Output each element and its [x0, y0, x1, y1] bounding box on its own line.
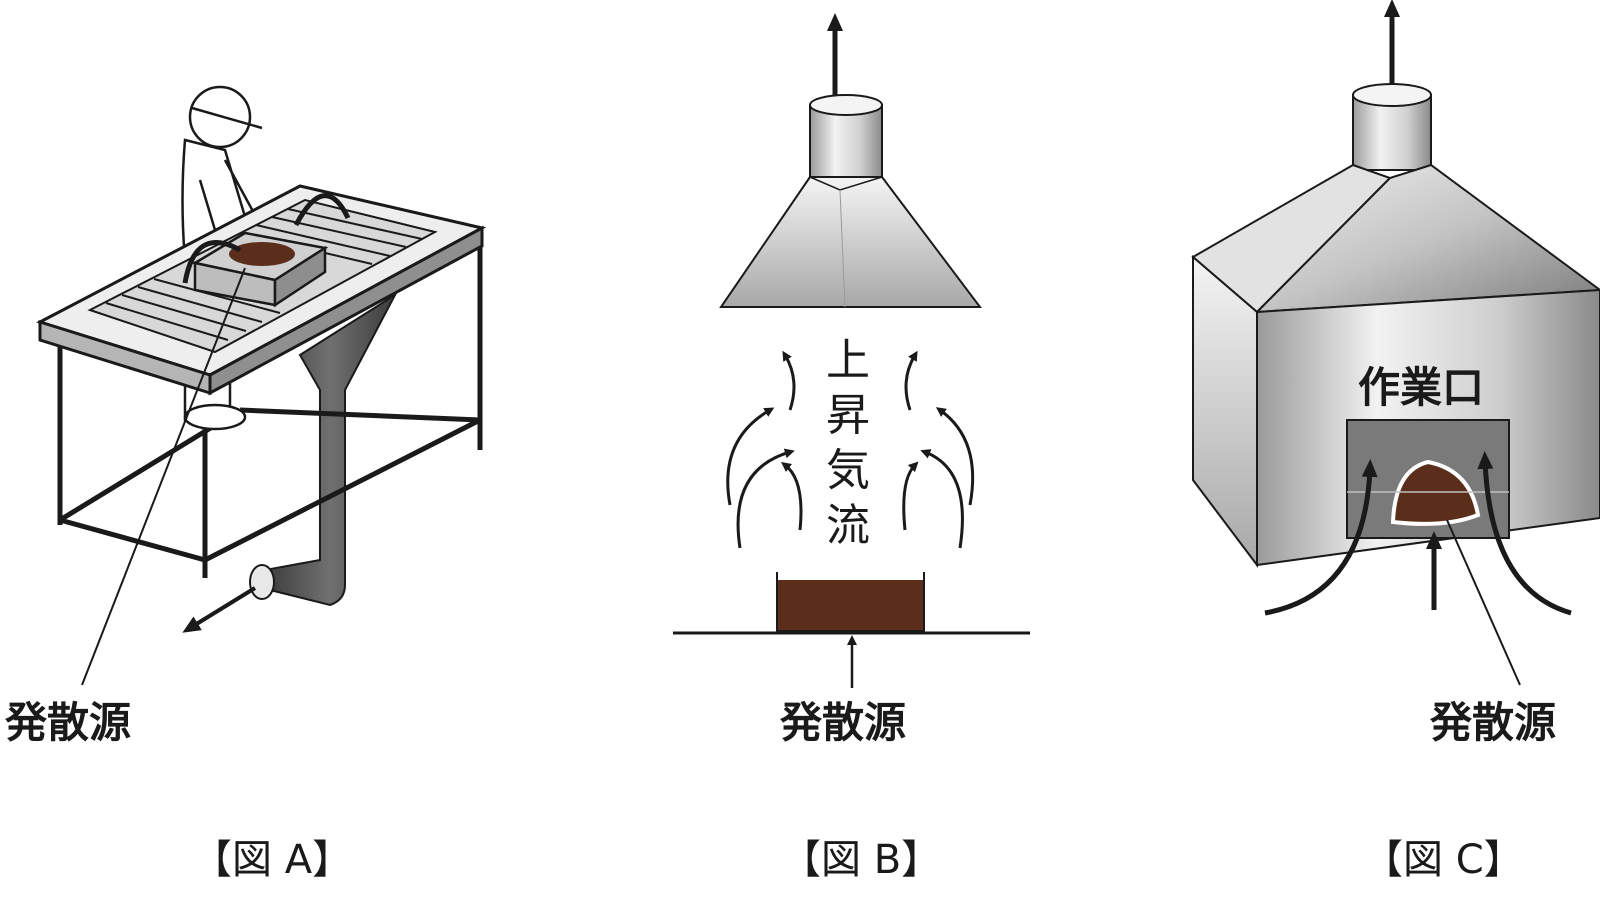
figure-c: 作業口 発散源 【図 C】: [1191, 0, 1600, 883]
airflow-label: 上 昇 気 流: [826, 335, 870, 551]
airflow-char-1: 上: [826, 335, 870, 386]
grating-slats: [105, 208, 423, 341]
suction-arcs: [182, 193, 351, 284]
canopy-hood: [719, 94, 983, 308]
source-label-a: 発散源: [5, 698, 131, 747]
enclosure-hood: [1191, 83, 1600, 568]
figure-b: 上 昇 気 流 発散源 【図 B】: [673, 13, 1030, 883]
source-container-b: [673, 572, 1030, 635]
opening-label: 作業口: [1358, 363, 1484, 412]
figure-a: 発散源 【図 A】: [5, 85, 487, 883]
caption-b: 【図 B】: [781, 837, 941, 883]
airflow-char-2: 昇: [826, 390, 870, 441]
downdraft-duct: [182, 292, 398, 633]
airflow-char-4: 流: [826, 500, 870, 551]
substance-pile-a: [229, 242, 295, 266]
source-label-c: 発散源: [1430, 698, 1556, 747]
substance-pile-c: [1390, 459, 1481, 526]
rising-airflow-arrows: [726, 350, 975, 549]
airflow-char-3: 気: [826, 445, 870, 496]
source-label-b: 発散源: [780, 698, 906, 747]
source-leader-c: [1446, 519, 1521, 686]
source-leader-a: [81, 267, 246, 686]
inflow-arrows: [1264, 451, 1572, 616]
caption-c: 【図 C】: [1363, 837, 1524, 883]
caption-a: 【図 A】: [192, 837, 352, 883]
